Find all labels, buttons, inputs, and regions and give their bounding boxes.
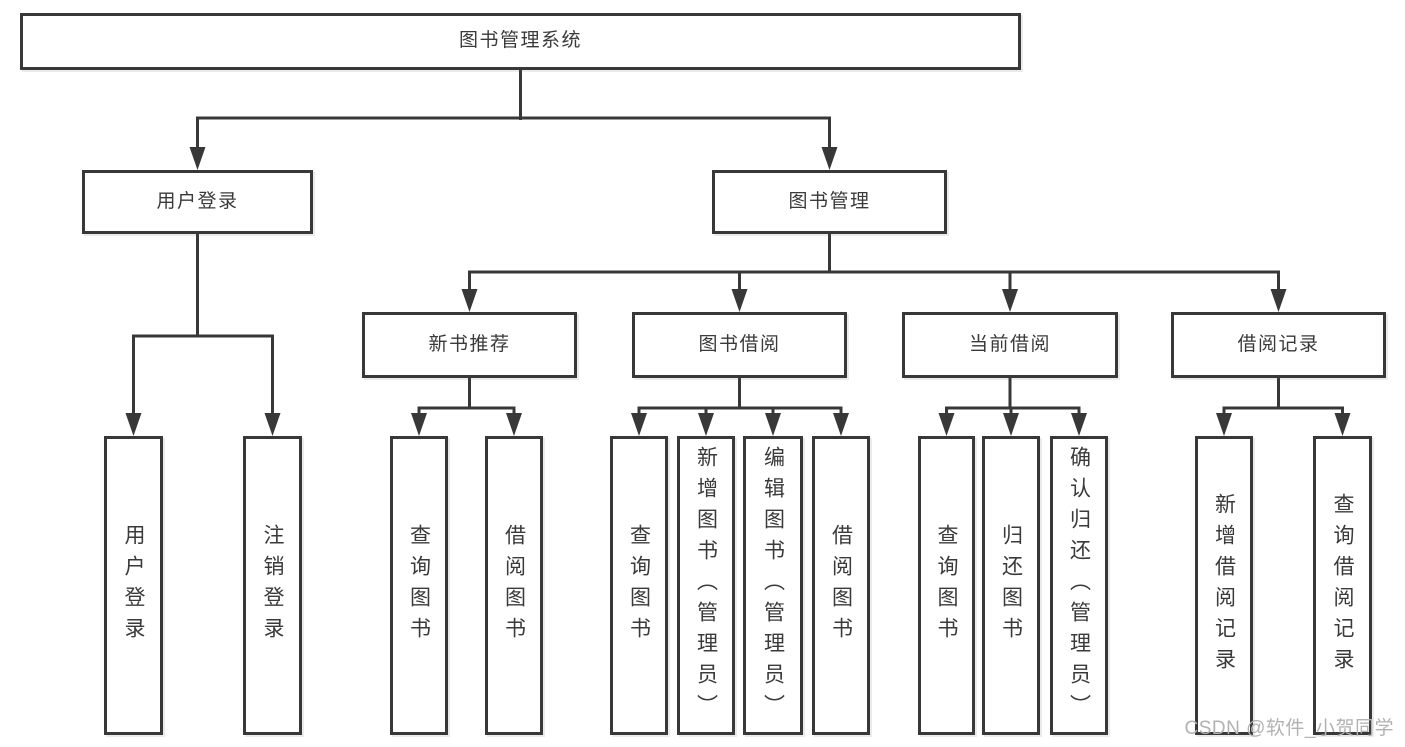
- node-book-borrowing: 图书借阅: [632, 312, 847, 378]
- node-user-login: 用户登录: [82, 170, 313, 234]
- leaf-return-books-label: 归还图书: [999, 523, 1023, 648]
- leaf-query-books-1: 查询图书: [390, 436, 448, 735]
- leaf-query-books-1-label: 查询图书: [407, 523, 431, 648]
- leaf-borrow-books-1: 借阅图书: [485, 436, 543, 735]
- leaf-query-books-3-label: 查询图书: [935, 523, 958, 648]
- node-book-management-label: 图书管理: [788, 190, 871, 212]
- leaf-add-borrow-record: 新增借阅记录: [1195, 436, 1253, 735]
- leaf-edit-books-admin-label: 编辑图书（管理员）: [761, 446, 785, 725]
- leaf-query-books-2-label: 查询图书: [627, 523, 651, 648]
- leaf-borrow-books-2: 借阅图书: [812, 436, 870, 735]
- node-book-management: 图书管理: [712, 170, 947, 234]
- node-current-borrowing-label: 当前借阅: [968, 333, 1051, 355]
- leaf-edit-books-admin: 编辑图书（管理员）: [743, 436, 803, 735]
- leaf-return-books: 归还图书: [982, 436, 1040, 735]
- leaf-user-login: 用户登录: [104, 436, 163, 735]
- leaf-add-books-admin-label: 新增图书（管理员）: [694, 446, 718, 725]
- leaf-query-books-2: 查询图书: [610, 436, 668, 735]
- leaf-borrow-books-1-label: 借阅图书: [502, 523, 526, 648]
- node-root: 图书管理系统: [20, 13, 1021, 70]
- leaf-query-borrow-record: 查询借阅记录: [1313, 436, 1372, 735]
- node-current-borrowing: 当前借阅: [902, 312, 1118, 378]
- node-borrowing-records: 借阅记录: [1171, 312, 1386, 378]
- leaf-user-login-label: 用户登录: [122, 523, 145, 648]
- leaf-logout: 注销登录: [243, 436, 302, 735]
- leaf-confirm-return-admin-label: 确认归还（管理员）: [1067, 446, 1091, 725]
- node-root-label: 图书管理系统: [458, 30, 582, 52]
- leaf-confirm-return-admin: 确认归还（管理员）: [1050, 436, 1108, 735]
- leaf-add-borrow-record-label: 新增借阅记录: [1212, 492, 1236, 679]
- node-user-login-label: 用户登录: [156, 190, 239, 212]
- node-new-book-recommendation: 新书推荐: [362, 312, 577, 378]
- leaf-query-books-3: 查询图书: [918, 436, 975, 735]
- node-new-book-recommendation-label: 新书推荐: [428, 333, 511, 355]
- csdn-watermark: CSDN @软件_小贺同学: [1184, 718, 1394, 739]
- node-book-borrowing-label: 图书借阅: [698, 333, 781, 355]
- leaf-add-books-admin: 新增图书（管理员）: [677, 436, 735, 735]
- leaf-logout-label: 注销登录: [261, 523, 284, 648]
- leaf-query-borrow-record-label: 查询借阅记录: [1331, 492, 1354, 679]
- arrowheads: [125, 147, 1351, 436]
- node-borrowing-records-label: 借阅记录: [1237, 333, 1320, 355]
- leaf-borrow-books-2-label: 借阅图书: [829, 523, 853, 648]
